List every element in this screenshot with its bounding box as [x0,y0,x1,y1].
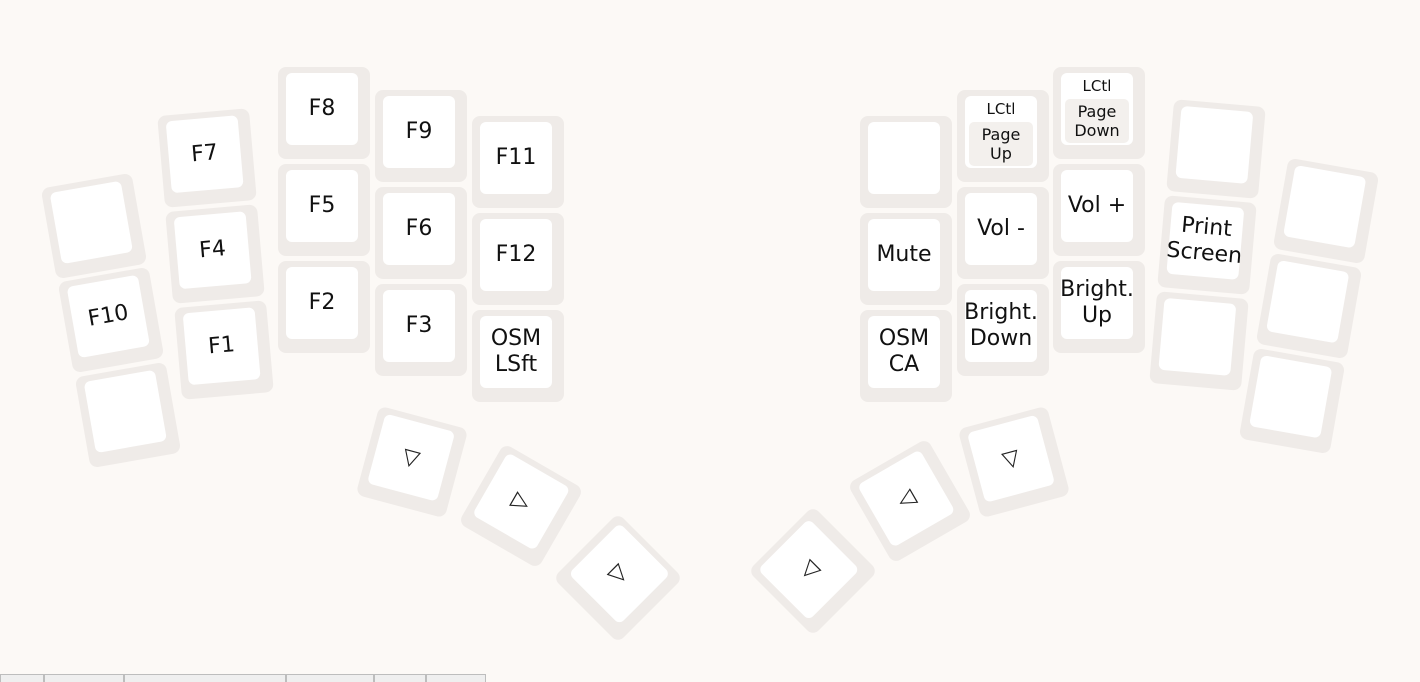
key-label: F10 [86,300,131,332]
key-vol-up[interactable]: Vol + [1053,164,1145,256]
key-right-thumb-3[interactable]: ◁ [747,505,879,637]
tab[interactable] [426,674,486,682]
key-label: F1 [207,332,236,360]
key-tap-label: Page Up [969,122,1033,166]
tab[interactable] [44,674,124,682]
triangle-right-icon: ▷ [507,486,535,517]
key-right-thumb-2[interactable]: ◁ [847,438,973,564]
key-f7[interactable]: F7 [157,108,257,208]
key-f4[interactable]: F4 [165,204,265,304]
key-label: F7 [190,140,219,168]
key-print-screen[interactable]: Print Screen [1157,195,1257,295]
key-f10[interactable]: F10 [57,266,165,374]
tab[interactable] [286,674,374,682]
key-left-thumb-3[interactable]: ▷ [552,512,684,644]
key-right-inner-top[interactable] [860,116,952,208]
key-f9[interactable]: F9 [375,90,467,182]
key-vol-down[interactable]: Vol - [957,187,1049,279]
key-right-outer-bottom[interactable] [1238,347,1346,455]
bottom-tab-strip [0,674,486,682]
key-osm-lsft[interactable]: OSM LSft [472,310,564,402]
key-label: OSM LSft [490,326,542,377]
key-label: Mute [876,242,932,267]
key-right-outer-top[interactable] [1272,157,1380,265]
key-label: Print Screen [1165,212,1244,270]
triangle-down-icon: ▽ [399,443,423,472]
key-f12[interactable]: F12 [472,213,564,305]
key-hold-label: LCtl [1082,77,1112,95]
key-f3[interactable]: F3 [375,284,467,376]
key-lctl-page-up[interactable]: LCtl Page Up [957,90,1049,182]
triangle-down-icon: ▽ [999,444,1023,473]
key-f5[interactable]: F5 [278,164,370,256]
triangle-right-icon: ▷ [604,558,635,589]
key-label: F5 [308,193,336,218]
key-left-thumb-1[interactable]: ▽ [355,405,469,519]
triangle-left-icon: ◁ [793,554,824,585]
key-left-thumb-2[interactable]: ▷ [458,443,584,569]
key-f1[interactable]: F1 [174,300,274,400]
key-right-outer-middle[interactable] [1255,252,1363,360]
key-label: F8 [308,96,336,121]
key-left-outer-top[interactable] [40,172,148,280]
key-label: F12 [495,242,537,267]
tab[interactable] [124,674,286,682]
key-f6[interactable]: F6 [375,187,467,279]
key-osm-ca[interactable]: OSM CA [860,310,952,402]
key-label: F3 [405,313,433,338]
key-label: F6 [405,216,433,241]
key-hold-label: LCtl [986,100,1016,118]
key-label: Bright. Up [1060,277,1134,328]
key-f2[interactable]: F2 [278,261,370,353]
key-label: F11 [495,145,537,170]
key-f11[interactable]: F11 [472,116,564,208]
key-label: Vol + [1067,193,1127,218]
key-label: F9 [405,119,433,144]
key-label: Vol - [977,216,1025,241]
key-label: F2 [308,290,336,315]
key-bright-down[interactable]: Bright. Down [957,284,1049,376]
tab[interactable] [374,674,426,682]
key-lctl-page-down[interactable]: LCtl Page Down [1053,67,1145,159]
key-bright-up[interactable]: Bright. Up [1053,261,1145,353]
key-right-col4-top[interactable] [1166,99,1266,199]
key-tap-label: Page Down [1065,99,1129,143]
triangle-left-icon: ◁ [892,483,920,514]
key-label: F4 [198,236,227,264]
key-label: Bright. Down [964,300,1038,351]
key-label: OSM CA [878,326,930,377]
key-left-outer-bottom[interactable] [74,361,182,469]
tab[interactable] [0,674,44,682]
key-right-col4-bottom[interactable] [1149,291,1249,391]
key-f8[interactable]: F8 [278,67,370,159]
key-right-thumb-1[interactable]: ▽ [957,405,1071,519]
key-mute[interactable]: Mute [860,213,952,305]
